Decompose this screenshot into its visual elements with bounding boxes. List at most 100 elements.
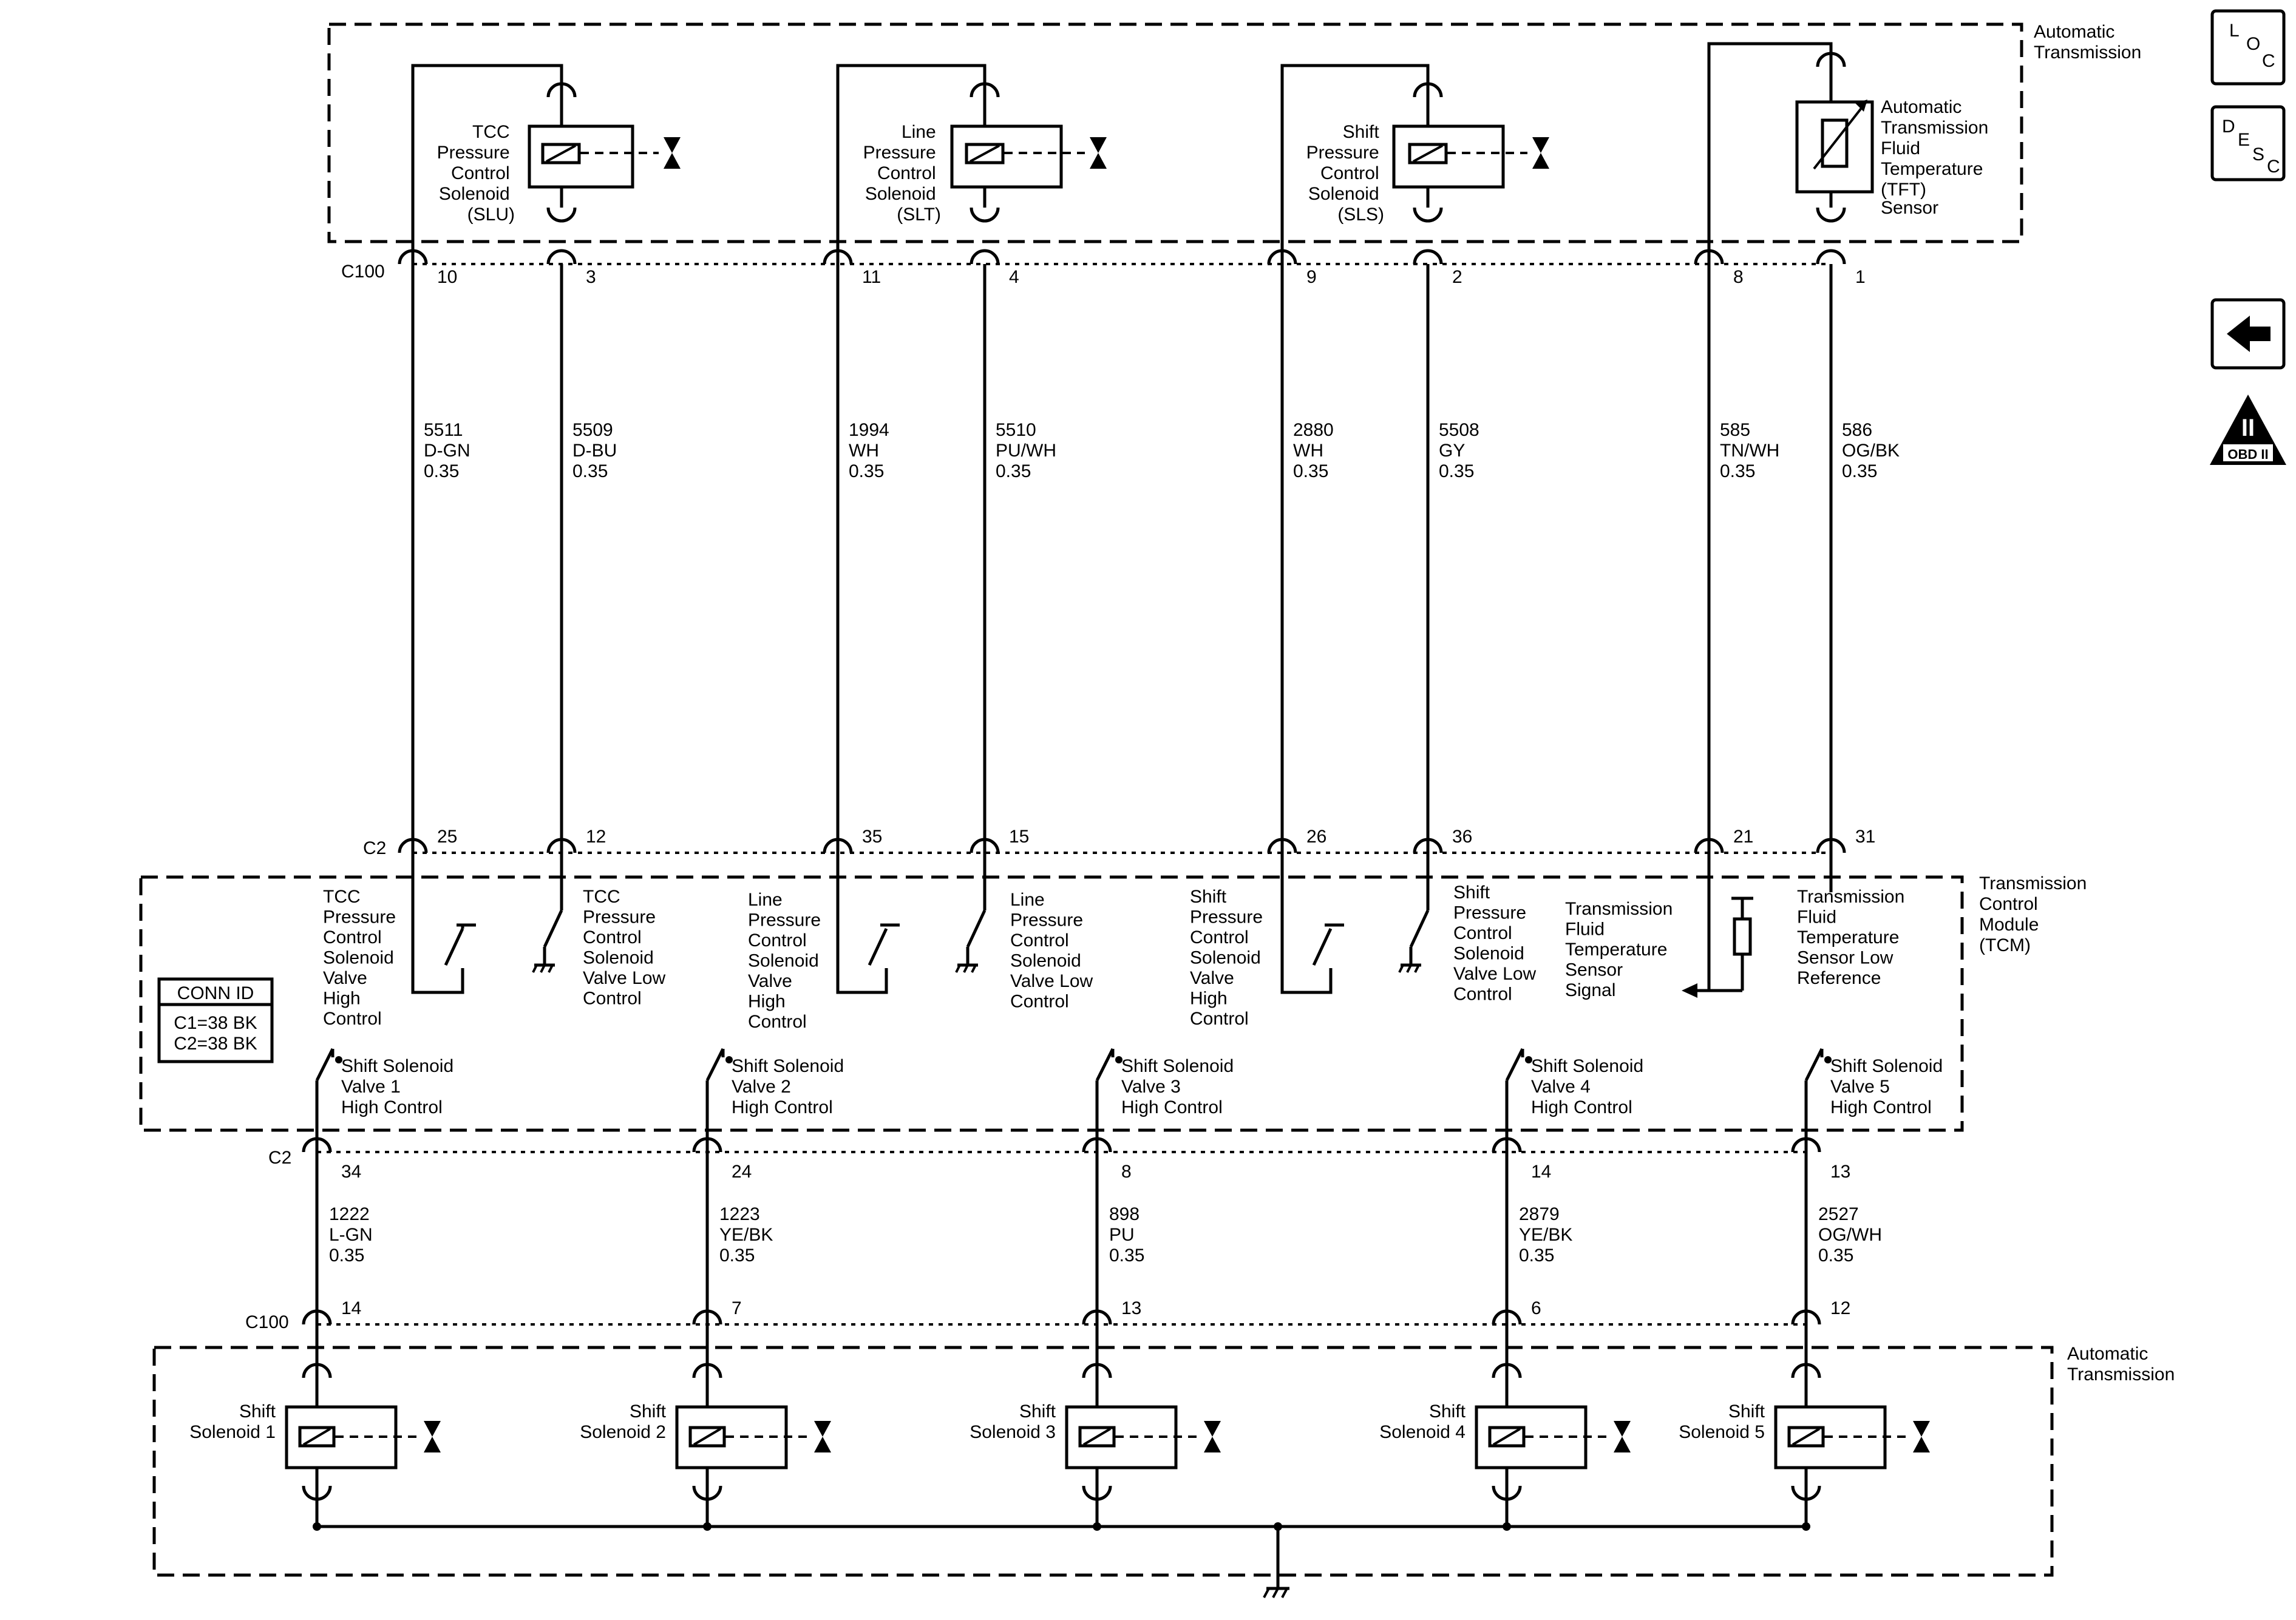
auto-trans-bottom-label: Automatic Transmission	[2067, 1344, 2175, 1384]
shift-solenoid-1	[285, 1405, 441, 1469]
shift-solenoid-2	[675, 1405, 831, 1469]
c100-pin: 14	[341, 1298, 361, 1318]
component-pins	[548, 53, 1844, 221]
c100-pin: 6	[1531, 1298, 1541, 1318]
c2-pin: 8	[1121, 1162, 1132, 1182]
c2-pin: 14	[1531, 1162, 1551, 1182]
svg-text:C: C	[2267, 157, 2280, 177]
tcm-low-side-switches	[532, 880, 1430, 973]
c2-top-label: C2	[363, 838, 386, 858]
tft-sensor-label: Automatic Transmission Fluid Temperature…	[1881, 97, 1994, 218]
c2-pin: 26	[1306, 827, 1326, 847]
svg-text:C: C	[2262, 51, 2275, 71]
automatic-transmission-bottom-region	[152, 1346, 2054, 1577]
c100-pin: 11	[862, 267, 881, 287]
tcm-label: Transmission Control Module (TCM)	[1979, 873, 2092, 955]
conn-id-c1: C1=38 BK	[174, 1013, 257, 1033]
obd-ii-icon: II OBD II	[2210, 395, 2286, 465]
ground-icon	[1263, 1587, 1289, 1598]
c100-pin: 3	[586, 267, 596, 287]
tft-sensor	[1795, 100, 1874, 194]
c2-pin: 35	[862, 827, 882, 847]
svg-text:II: II	[2241, 415, 2255, 441]
shift-pressure-control-solenoid	[1392, 124, 1549, 189]
c100-pin: 9	[1306, 267, 1317, 287]
c100-pin: 2	[1452, 267, 1462, 287]
tcc-pressure-control-solenoid	[528, 124, 681, 189]
conn-id-box: CONN ID C1=38 BK C2=38 BK	[157, 977, 274, 1063]
svg-text:E: E	[2238, 130, 2250, 150]
c2-pin: 12	[586, 827, 606, 847]
c100-pin: 13	[1121, 1298, 1141, 1318]
c2-pin: 34	[341, 1162, 361, 1182]
c100-pin: 8	[1733, 267, 1744, 287]
shift-solenoid-4	[1475, 1405, 1631, 1469]
svg-text:O: O	[2246, 34, 2260, 54]
loc-icon[interactable]: L O C	[2210, 9, 2286, 86]
c100-pin: 4	[1009, 267, 1019, 287]
c2-pin: 31	[1855, 827, 1875, 847]
line-slt-label: Line Pressure Control Solenoid (SLT)	[863, 122, 941, 225]
c2-pin: 21	[1733, 827, 1753, 847]
back-arrow-icon[interactable]	[2210, 298, 2286, 370]
svg-text:L: L	[2229, 21, 2240, 41]
c2-pin: 15	[1009, 827, 1029, 847]
c100-pin: 1	[1855, 267, 1866, 287]
c2-bottom-label: C2	[268, 1148, 291, 1168]
svg-text:S: S	[2252, 144, 2264, 164]
line-pressure-control-solenoid	[950, 124, 1107, 189]
c100-pin: 12	[1830, 1298, 1850, 1318]
tcm-high-side-switches	[411, 880, 1344, 994]
tft-signal-circuit	[1682, 880, 1833, 998]
c100-pin: 10	[437, 267, 457, 287]
conn-id-c2: C2=38 BK	[174, 1034, 257, 1054]
svg-text:D: D	[2222, 117, 2235, 137]
desc-icon[interactable]: D E S C	[2210, 105, 2286, 181]
c100-top-label: C100	[341, 262, 385, 282]
shift-solenoid-5	[1774, 1405, 1930, 1469]
shift-solenoid-3	[1065, 1405, 1221, 1469]
c2-pin: 24	[732, 1162, 752, 1182]
